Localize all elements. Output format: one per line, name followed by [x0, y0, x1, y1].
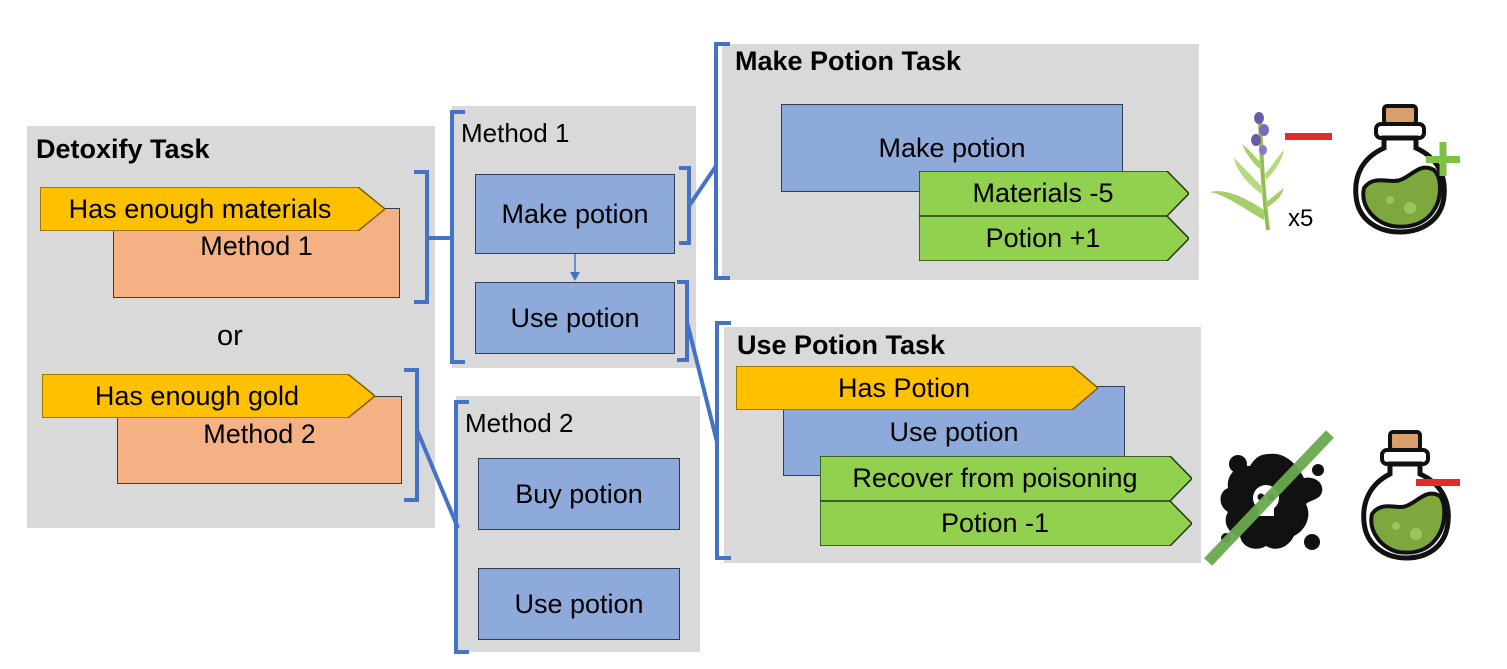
condition-has-enough-materials: Has enough materials: [40, 187, 385, 231]
link-to-use-potion-task: [685, 321, 719, 443]
method-2-buy-potion: Buy potion: [478, 458, 680, 530]
herb-minus-sign: [1285, 133, 1332, 140]
method-2-use-potion: Use potion: [478, 568, 680, 640]
bracket-method-1-panel: [450, 110, 465, 364]
use-potion-task-title: Use Potion Task: [737, 330, 946, 360]
method-1-panel-title: Method 1: [461, 118, 570, 148]
lavender-herb-icon: [1210, 112, 1284, 231]
bracket-use-potion-step: [677, 280, 689, 362]
method-1-make-potion: Make potion: [475, 174, 675, 254]
method-2-label: Method 2: [203, 419, 316, 449]
effect-materials-minus-5: Materials -5: [919, 171, 1189, 216]
method-2-panel-title: Method 2: [465, 408, 574, 438]
bracket-use-potion-task: [715, 321, 731, 560]
condition-has-enough-gold: Has enough gold: [42, 374, 375, 418]
bracket-method-2-panel: [454, 400, 469, 654]
effect-potion-minus-1: Potion -1: [820, 501, 1192, 546]
detoxify-task-title: Detoxify Task: [36, 134, 210, 164]
method-1-label: Method 1: [200, 231, 313, 261]
bracket-make-potion-step: [679, 166, 691, 245]
or-separator: or: [217, 320, 243, 352]
herb-count-label: x5: [1288, 205, 1314, 232]
effect-recover-from-poisoning: Recover from poisoning: [820, 456, 1192, 501]
potion-plus-icon: [1353, 104, 1460, 235]
method-1-use-potion: Use potion: [475, 282, 675, 354]
bracket-method-2-group: [404, 368, 419, 502]
potion-minus-icon: [1361, 430, 1460, 561]
link-to-make-potion-task: [687, 164, 718, 208]
bracket-method-1-group: [414, 170, 429, 304]
bracket-make-potion-task: [714, 42, 730, 280]
make-potion-task-title: Make Potion Task: [735, 46, 962, 76]
condition-has-potion: Has Potion: [736, 366, 1098, 410]
poison-crossed-icon: [1204, 430, 1334, 566]
effect-potion-plus-1: Potion +1: [919, 216, 1189, 261]
link-to-method-2: [415, 429, 460, 529]
